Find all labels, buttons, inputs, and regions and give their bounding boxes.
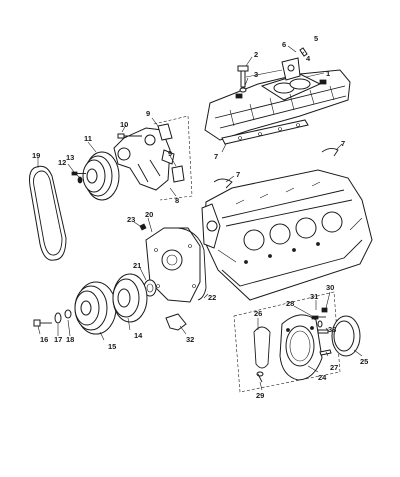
crankshaft-pulley — [74, 281, 117, 335]
callout-31: 31 — [310, 292, 318, 301]
callout-labels: 1 2 3 4 5 6 7 7 7 8 9 9 10 11 12 13 14 1… — [32, 34, 368, 400]
callout-38: 38 — [328, 325, 336, 334]
water-pump-gasket-lower — [171, 165, 185, 183]
housing-washer — [317, 320, 323, 328]
balancer-washer — [54, 312, 62, 324]
balancer-spacer — [64, 309, 72, 319]
callout-11: 11 — [84, 134, 92, 143]
drive-belt — [29, 165, 67, 261]
callout-10: 10 — [120, 120, 128, 129]
bracket-bolt — [299, 47, 308, 57]
rear-main-seal — [331, 315, 361, 357]
callout-24: 24 — [318, 373, 327, 382]
manifold-bracket — [281, 57, 301, 81]
callout-26: 26 — [254, 309, 262, 318]
timing-cover-bolt — [139, 223, 147, 231]
rear-seal-housing-gasket — [253, 326, 271, 369]
callout-20: 20 — [145, 210, 153, 219]
callout-16: 16 — [40, 335, 48, 344]
callout-6: 6 — [282, 40, 286, 49]
manifold-end-seal-front — [213, 178, 233, 189]
manifold-bolt — [237, 65, 249, 88]
callout-3: 3 — [254, 70, 258, 79]
callout-21: 21 — [133, 261, 141, 270]
harmonic-balancer — [112, 273, 148, 323]
callout-29: 29 — [256, 391, 264, 400]
callout-4: 4 — [306, 54, 311, 63]
callout-2: 2 — [254, 50, 258, 59]
callout-15: 15 — [108, 342, 116, 351]
callout-28: 28 — [286, 299, 294, 308]
timing-pointer — [165, 313, 187, 331]
manifold-end-seal-right — [321, 147, 339, 157]
callout-12: 12 — [58, 158, 66, 167]
callout-9b: 9 — [168, 149, 172, 158]
housing-stud — [317, 329, 329, 334]
callout-8: 8 — [175, 196, 179, 205]
rear-seal-housing — [279, 314, 323, 381]
balancer-bolt — [33, 319, 52, 327]
callout-18: 18 — [66, 335, 74, 344]
callout-23: 23 — [127, 215, 135, 224]
callout-22: 22 — [208, 293, 216, 302]
water-pump-bolt — [117, 133, 142, 139]
manifold-washer — [239, 87, 247, 93]
water-pump-gasket-upper — [157, 123, 173, 141]
housing-pin — [256, 371, 264, 383]
callout-5: 5 — [314, 34, 318, 43]
manifold-gasket-left — [221, 119, 309, 145]
callout-17: 17 — [54, 335, 62, 344]
callout-9a: 9 — [146, 109, 150, 118]
callout-7a: 7 — [214, 152, 218, 161]
callout-14: 14 — [134, 331, 143, 340]
callout-30: 30 — [326, 283, 334, 292]
housing-dowel — [319, 349, 332, 356]
timing-cover-gasket — [177, 227, 207, 301]
callout-1: 1 — [326, 69, 330, 78]
intake-manifold — [204, 69, 351, 141]
callout-25: 25 — [360, 357, 368, 366]
leader-lines — [37, 45, 363, 391]
housing-bolt — [311, 315, 326, 320]
callout-7c: 7 — [236, 170, 240, 179]
callout-7b: 7 — [341, 139, 345, 148]
callout-13: 13 — [66, 153, 74, 162]
fan-pulley — [82, 151, 120, 201]
lock-washer — [77, 176, 83, 184]
callout-19: 19 — [32, 151, 40, 160]
engine-block — [201, 169, 373, 301]
callout-32: 32 — [186, 335, 194, 344]
callout-27: 27 — [330, 363, 338, 372]
water-pump — [113, 127, 175, 191]
housing-nut — [321, 307, 328, 313]
